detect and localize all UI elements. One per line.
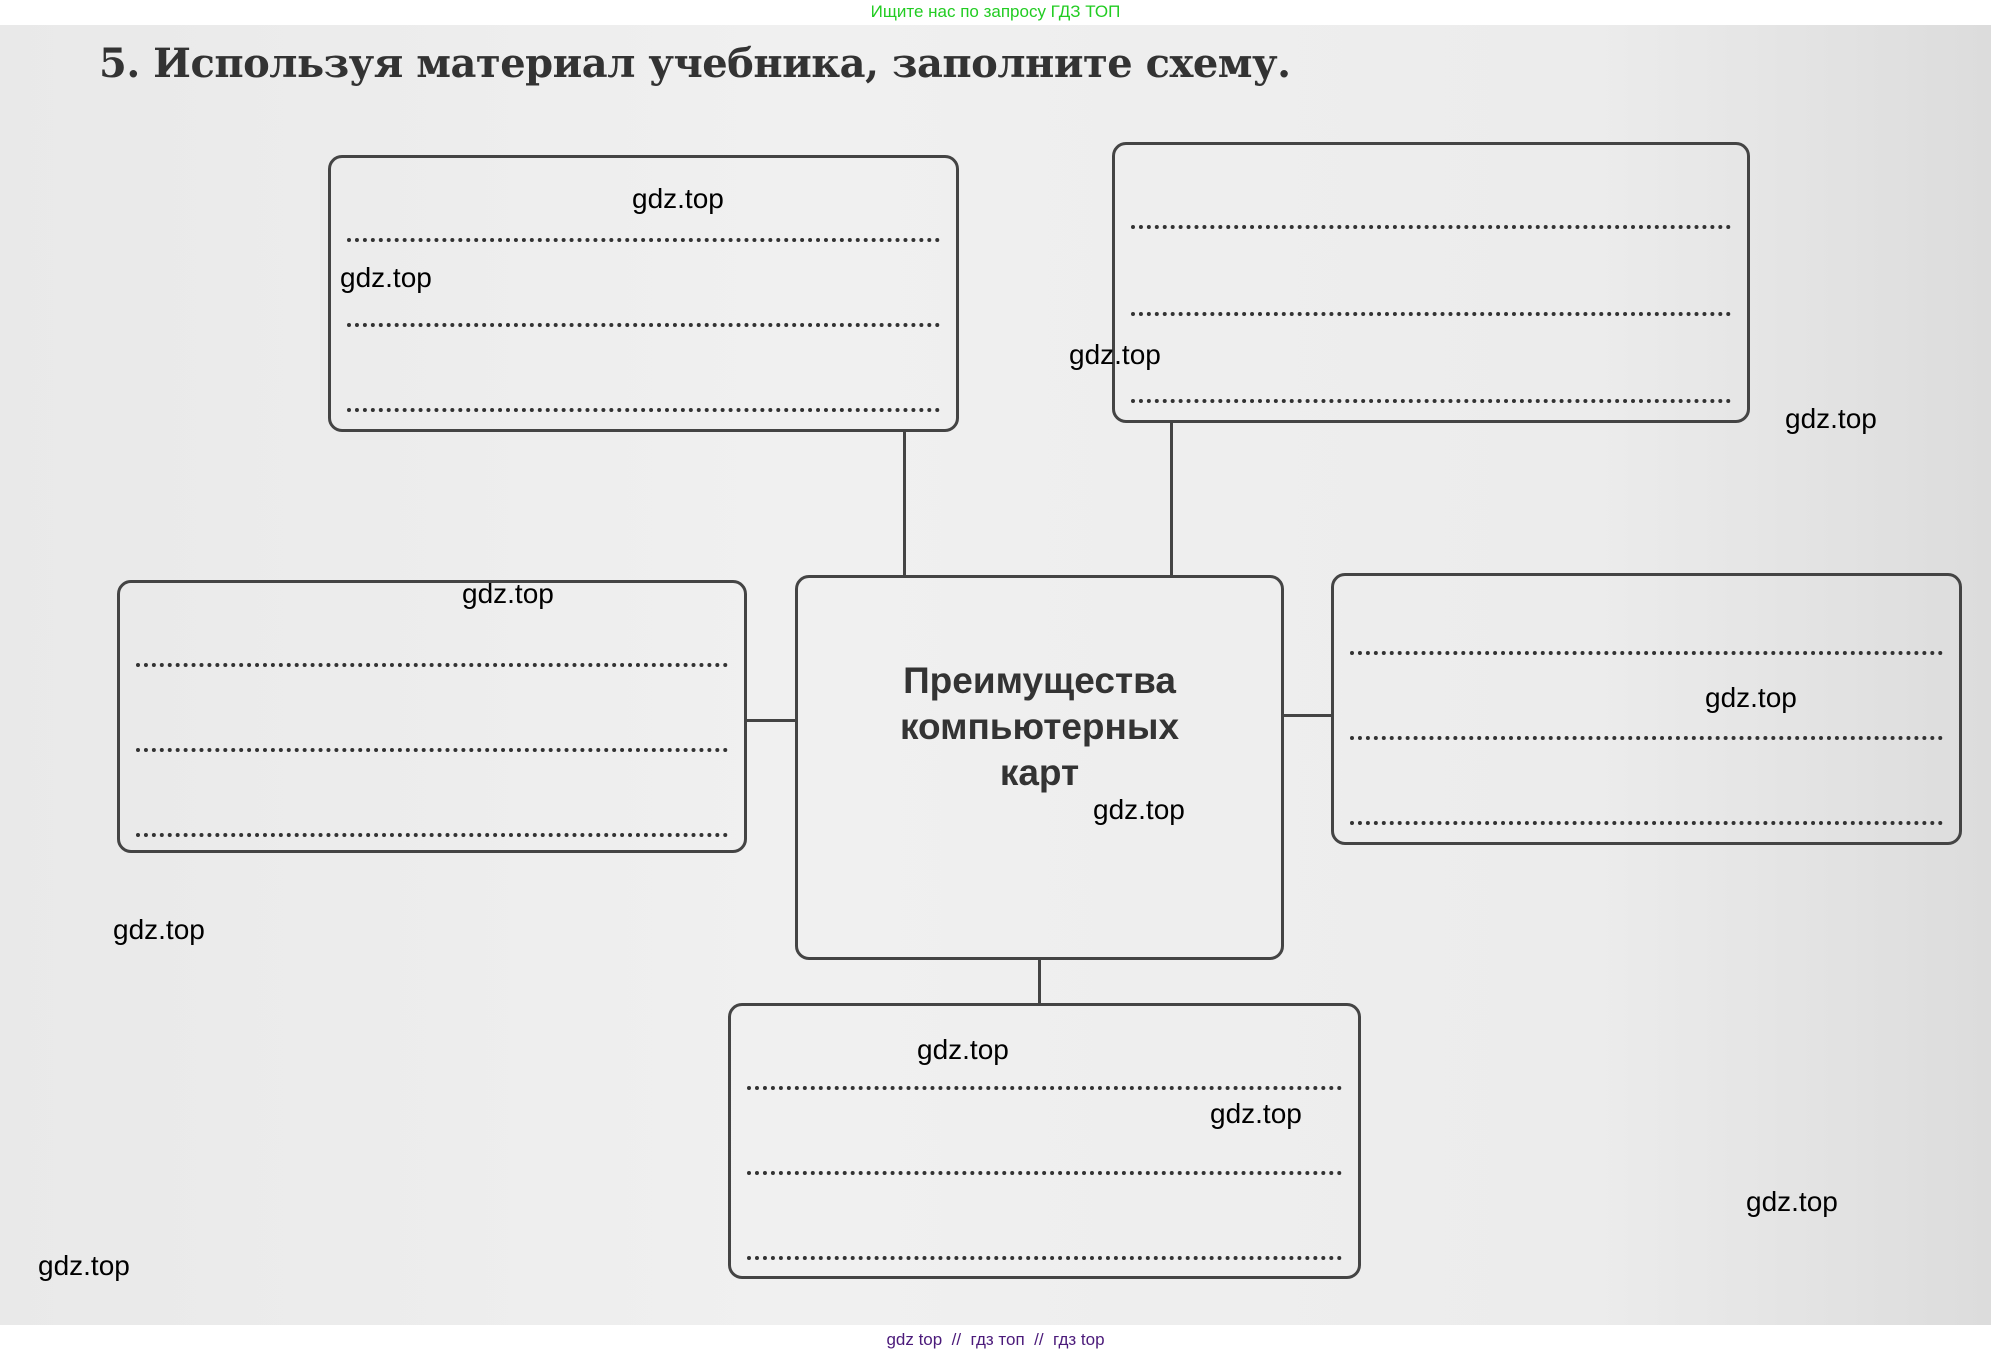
watermark: gdz.top	[462, 578, 554, 609]
answer-box-middle-right[interactable]	[1331, 573, 1962, 845]
watermark: gdz.top	[632, 183, 724, 214]
textbook-page	[0, 25, 1991, 1325]
answer-box-bottom[interactable]	[728, 1003, 1361, 1279]
watermark: gdz.top	[38, 1250, 130, 1281]
watermark: gdz.top	[1705, 682, 1797, 713]
answer-line[interactable]	[1350, 651, 1943, 655]
connector-top-left	[903, 430, 906, 578]
answer-line[interactable]	[1350, 736, 1943, 740]
answer-line[interactable]	[1350, 821, 1943, 825]
answer-box-top-left[interactable]	[328, 155, 959, 432]
answer-line[interactable]	[747, 1256, 1342, 1260]
answer-line[interactable]	[347, 408, 940, 412]
answer-line[interactable]	[747, 1171, 1342, 1175]
bottom-banner: gdz top // гдз топ // гдз top	[0, 1325, 1991, 1354]
task-title: 5. Используя материал учебника, заполнит…	[99, 40, 1291, 87]
watermark: gdz.top	[1785, 403, 1877, 434]
watermark: gdz.top	[340, 262, 432, 293]
watermark: gdz.top	[917, 1034, 1009, 1065]
center-box: Преимущества компьютерных карт	[795, 575, 1284, 960]
top-banner: Ищите нас по запросу ГДЗ ТОП	[0, 0, 1991, 25]
answer-line[interactable]	[347, 238, 940, 242]
answer-line[interactable]	[1131, 312, 1731, 316]
answer-line[interactable]	[347, 323, 940, 327]
top-banner-text: Ищите нас по запросу ГДЗ ТОП	[870, 2, 1121, 21]
answer-line[interactable]	[136, 833, 728, 837]
watermark: gdz.top	[1069, 339, 1161, 370]
center-label-line: Преимущества	[903, 660, 1176, 701]
bottom-banner-text: gdz top // гдз топ // гдз top	[886, 1330, 1105, 1349]
watermark: gdz.top	[1093, 794, 1185, 825]
connector-top-right	[1170, 421, 1173, 578]
answer-line[interactable]	[136, 663, 728, 667]
connector-middle-left	[745, 719, 797, 722]
answer-box-top-right[interactable]	[1112, 142, 1750, 423]
center-label-line: компьютерных	[899, 706, 1180, 747]
answer-line[interactable]	[747, 1086, 1342, 1090]
watermark: gdz.top	[113, 914, 205, 945]
watermark: gdz.top	[1746, 1186, 1838, 1217]
connector-middle-right	[1282, 714, 1333, 717]
center-label-line: карт	[999, 752, 1080, 793]
answer-line[interactable]	[1131, 399, 1731, 403]
answer-line[interactable]	[1131, 225, 1731, 229]
connector-bottom	[1038, 958, 1041, 1005]
answer-line[interactable]	[136, 748, 728, 752]
answer-box-middle-left[interactable]	[117, 580, 747, 853]
center-label: Преимущества компьютерных карт	[798, 658, 1281, 796]
watermark: gdz.top	[1210, 1098, 1302, 1129]
